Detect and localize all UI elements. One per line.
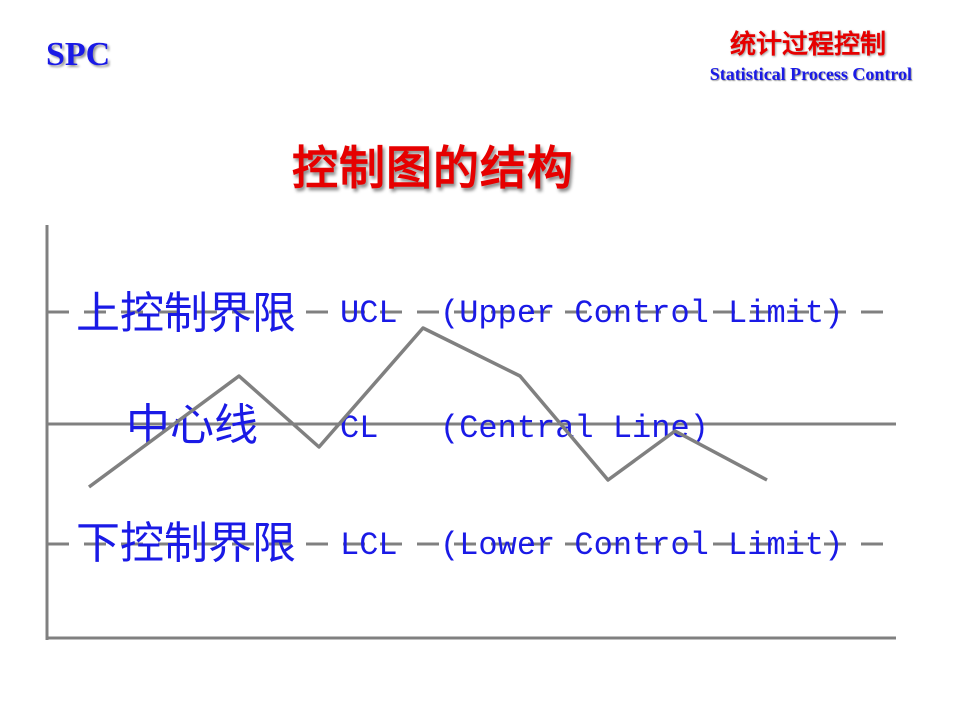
ucl-abbr: UCL (340, 295, 398, 332)
lcl-abbr: LCL (340, 527, 398, 564)
lcl-description: (Lower Control Limit) (440, 527, 843, 564)
slide-title: 控制图的结构 (292, 141, 574, 195)
header-title-english: Statistical Process Control (709, 64, 912, 84)
lcl-label-chinese: 下控制界限 (76, 518, 296, 569)
process-data-line (87, 326, 768, 489)
ucl-description: (Upper Control Limit) (440, 295, 843, 332)
spc-logo: SPC (46, 36, 111, 73)
ucl-label-chinese: 上控制界限 (76, 288, 296, 339)
header-title-chinese: 统计过程控制 (729, 30, 886, 60)
